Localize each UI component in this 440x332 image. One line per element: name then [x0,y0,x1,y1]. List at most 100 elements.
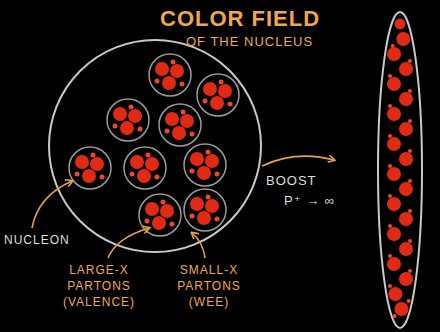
valence-label: LARGE-X PARTONS (VALENCE) [58,262,140,311]
wee-parton [165,129,170,134]
boosted-wee-parton [408,209,412,213]
leader-arrow [108,228,149,258]
boosted-wee-parton [388,254,392,258]
boosted-nucleus-outline [378,12,422,328]
wee-parton [190,132,195,137]
valence-parton [218,84,232,98]
boosted-parton [399,272,413,286]
boosted-parton [395,19,406,30]
wee-parton [219,80,224,85]
boosted-parton [399,92,413,106]
boosted-wee-parton [408,119,412,123]
boosted-parton [394,302,408,316]
wee-parton [91,153,96,158]
valence-parton [172,126,186,140]
valence-parton [162,76,176,90]
boosted-parton [399,152,413,166]
boosted-parton [396,32,410,46]
valence-parton [203,82,217,96]
boosted-wee-parton [388,164,392,168]
wee-parton [190,169,195,174]
nucleon-outline [184,189,226,231]
wee-parton [215,172,220,177]
wee-parton [100,175,105,180]
nucleus-outline [49,40,261,252]
boosted-parton [399,242,413,256]
valence-parton [82,169,96,183]
boosted-wee-parton [408,149,412,153]
valence-parton [155,62,169,76]
nucleon-label: NUCLEON [4,232,70,248]
wee-parton [155,79,160,84]
wee-parton [170,222,175,227]
wee-parton [130,172,135,177]
valence-parton [205,154,219,168]
nucleons [69,54,239,236]
wee-parton [228,102,233,107]
valence-parton [145,157,159,171]
boosted-wee-parton [407,299,411,303]
valence-parton [145,202,159,216]
valence-parton [130,155,144,169]
boosted-parton [387,77,401,91]
boosted-wee-parton [408,59,412,63]
boosted-parton [387,137,401,151]
boosted-parton [399,212,413,226]
boosted-parton [399,122,413,136]
momentum-label: P⁺ → ∞ [284,192,335,210]
valence-parton [160,204,174,218]
boosted-parton [387,47,401,61]
boosted-wee-parton [388,134,392,138]
wee-parton [206,195,211,200]
subtitle: OF THE NUCLEUS [186,33,313,51]
nucleon-outline [159,104,201,146]
wee-label: SMALL-X PARTONS (WEE) [168,262,250,311]
nucleon-outline [197,74,239,116]
wee-parton [146,153,151,158]
boosted-parton [399,62,413,76]
boost-label: BOOST [266,172,317,190]
boosted-wee-parton [388,284,392,288]
valence-parton [137,169,151,183]
wee-parton [215,217,220,222]
boosted-wee-parton [393,314,397,318]
valence-parton [152,216,166,230]
boosted-wee-parton [408,179,412,183]
nucleon-outline [184,144,226,186]
nucleon-outline [69,147,111,189]
nucleon-outline [124,147,166,189]
wee-parton [171,60,176,65]
boosted-partons [387,19,413,318]
boosted-parton [399,182,413,196]
leader-arrow [192,233,205,258]
valence-parton [128,109,142,123]
valence-parton [75,155,89,169]
nucleon-outline [107,99,149,141]
boosted-parton [387,107,401,121]
wee-parton [129,105,134,110]
boosted-parton [387,167,401,181]
wee-parton [190,214,195,219]
wee-parton [181,110,186,115]
valence-parton [210,96,224,110]
leader-arrow [32,181,72,228]
boosted-wee-parton [388,224,392,228]
valence-parton [170,64,184,78]
valence-parton [190,197,204,211]
wee-parton [155,175,160,180]
boosted-wee-parton [408,269,412,273]
valence-parton [197,166,211,180]
wee-parton [161,200,166,205]
wee-parton [203,99,208,104]
wee-parton [113,124,118,129]
title: COLOR FIELD [160,4,320,34]
wee-parton [138,127,143,132]
valence-parton [205,199,219,213]
boost-arrow [262,156,334,166]
valence-parton [197,211,211,225]
valence-parton [90,157,104,171]
valence-parton [165,112,179,126]
boosted-wee-parton [388,74,392,78]
boosted-wee-parton [408,89,412,93]
